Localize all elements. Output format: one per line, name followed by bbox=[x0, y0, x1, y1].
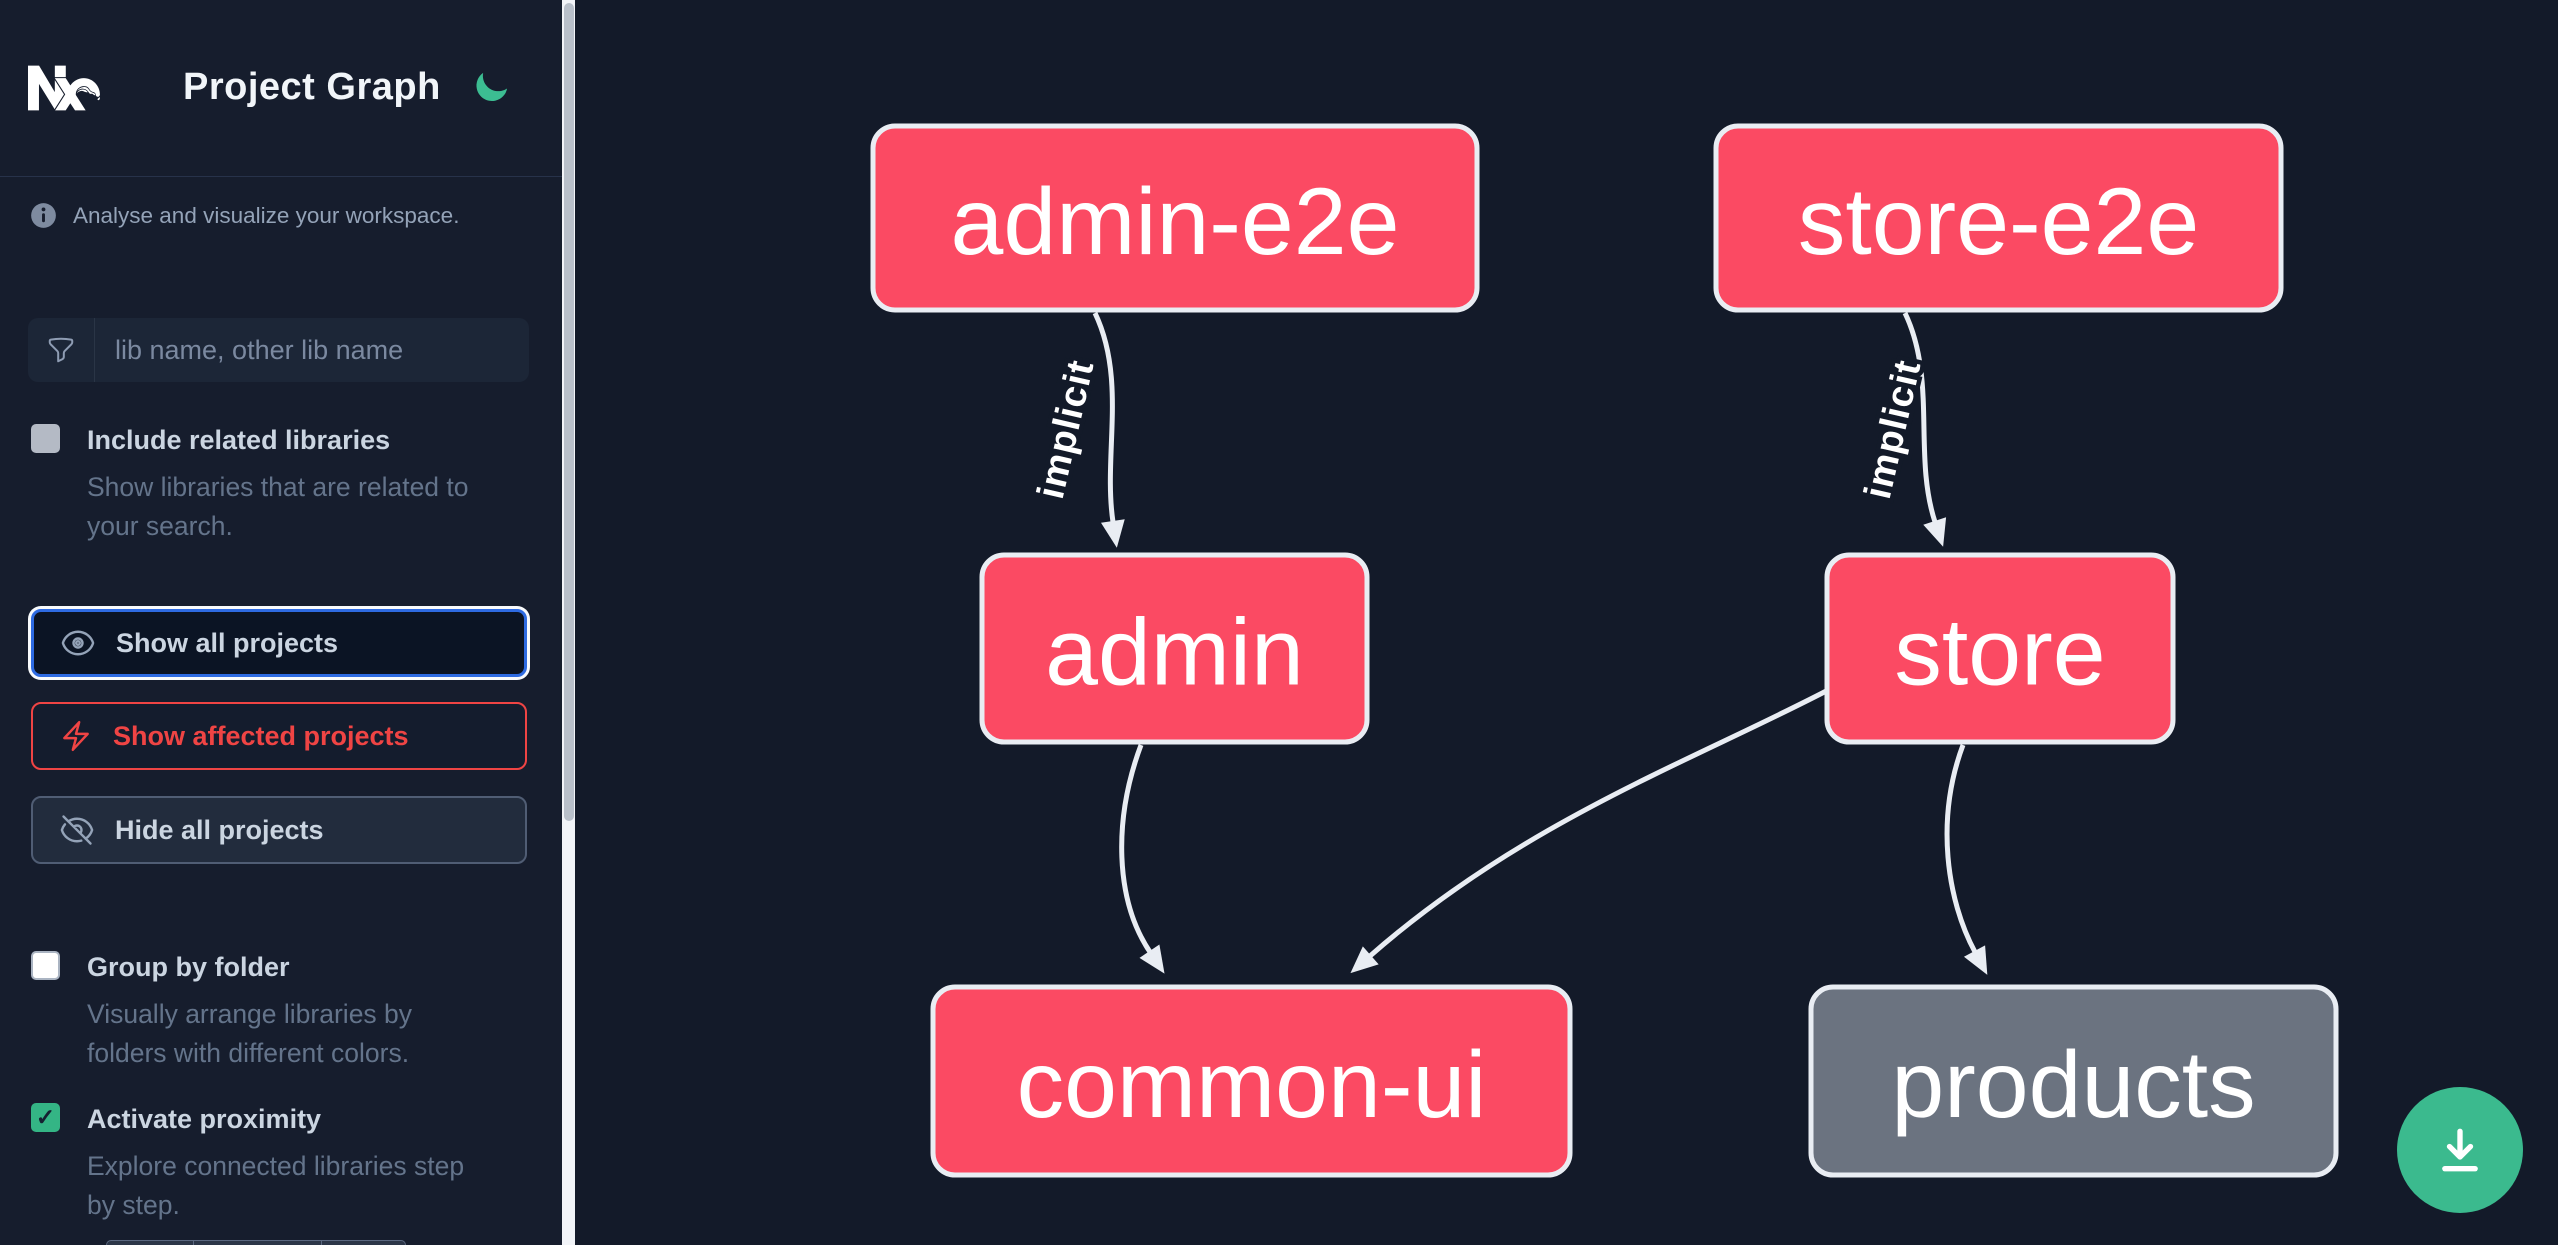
sidebar-scrollbar-thumb[interactable] bbox=[563, 3, 574, 821]
show-affected-projects-label: Show affected projects bbox=[113, 720, 409, 751]
eye-off-icon bbox=[60, 815, 94, 845]
include-related-label: Include related libraries bbox=[87, 425, 391, 455]
graph-node-label-admin-e2e: admin-e2e bbox=[951, 169, 1400, 275]
page-title: Project Graph bbox=[183, 66, 441, 108]
group-by-folder-checkbox[interactable] bbox=[31, 951, 60, 980]
download-icon bbox=[2442, 1128, 2478, 1172]
workspace-tagline-row: Analyse and visualize your workspace. bbox=[30, 202, 459, 229]
project-graph-svg: implicit implicit admin-e2e store-e2e admin s… bbox=[870, 123, 2339, 1178]
graph-edge-store-common-ui bbox=[1350, 685, 1834, 974]
proximity-stepper[interactable] bbox=[106, 1240, 406, 1245]
filter-input-group bbox=[28, 318, 529, 382]
include-related-checkbox[interactable] bbox=[31, 424, 60, 453]
filter-funnel-icon bbox=[28, 318, 95, 382]
sidebar: Project Graph Analyse and visualize your… bbox=[0, 0, 562, 1245]
workspace-tagline: Analyse and visualize your workspace. bbox=[73, 202, 460, 228]
project-graph-canvas[interactable]: implicit implicit admin-e2e store-e2e admin s… bbox=[575, 0, 2558, 1245]
graph-node-store-e2e[interactable]: store-e2e bbox=[1713, 123, 2284, 313]
group-by-folder-description: Visually arrange libraries by folders wi… bbox=[87, 999, 413, 1068]
edge-label-store-e2e-store: implicit bbox=[1857, 356, 1930, 503]
show-affected-projects-button[interactable]: Show affected projects bbox=[31, 702, 527, 770]
moon-icon[interactable] bbox=[472, 68, 510, 106]
show-all-projects-button[interactable]: Show all projects bbox=[31, 609, 527, 677]
graph-edge-store-e2e-store bbox=[1902, 311, 1947, 547]
download-graph-button[interactable] bbox=[2397, 1087, 2523, 1213]
activate-proximity-description: Explore connected libraries step by step… bbox=[87, 1151, 465, 1220]
activate-proximity-checkbox[interactable]: ✓ bbox=[31, 1103, 60, 1132]
edge-label-admin-e2e-admin: implicit bbox=[1030, 356, 1103, 503]
info-icon bbox=[31, 203, 56, 228]
eye-icon bbox=[61, 630, 95, 656]
graph-edge-admin-e2e-admin bbox=[1092, 311, 1125, 548]
show-all-projects-label: Show all projects bbox=[116, 627, 339, 658]
graph-node-products[interactable]: products bbox=[1808, 984, 2339, 1178]
library-search-input[interactable] bbox=[95, 318, 529, 382]
graph-edge-admin-common-ui bbox=[1119, 744, 1165, 974]
sidebar-scrollbar[interactable] bbox=[562, 0, 575, 1245]
graph-node-label-products: products bbox=[1891, 1032, 2255, 1138]
sidebar-header: Project Graph bbox=[0, 0, 562, 177]
nx-logo-icon bbox=[28, 65, 100, 111]
hide-all-projects-label: Hide all projects bbox=[115, 814, 324, 845]
activate-proximity-label: Activate proximity bbox=[87, 1104, 322, 1134]
graph-node-label-store-e2e: store-e2e bbox=[1798, 169, 2199, 275]
graph-node-label-admin: admin bbox=[1045, 600, 1304, 706]
graph-node-admin-e2e[interactable]: admin-e2e bbox=[870, 123, 1480, 313]
graph-node-label-store: store bbox=[1894, 600, 2105, 706]
graph-node-label-common-ui: common-ui bbox=[1017, 1032, 1487, 1138]
bolt-icon bbox=[63, 720, 89, 752]
graph-node-store[interactable]: store bbox=[1824, 552, 2176, 745]
graph-node-admin[interactable]: admin bbox=[979, 552, 1370, 745]
graph-node-common-ui[interactable]: common-ui bbox=[930, 984, 1573, 1178]
include-related-description: Show libraries that are related to your … bbox=[87, 472, 469, 541]
group-by-folder-label: Group by folder bbox=[87, 952, 290, 982]
hide-all-projects-button[interactable]: Hide all projects bbox=[31, 796, 527, 864]
graph-edge-store-products bbox=[1944, 744, 1988, 975]
